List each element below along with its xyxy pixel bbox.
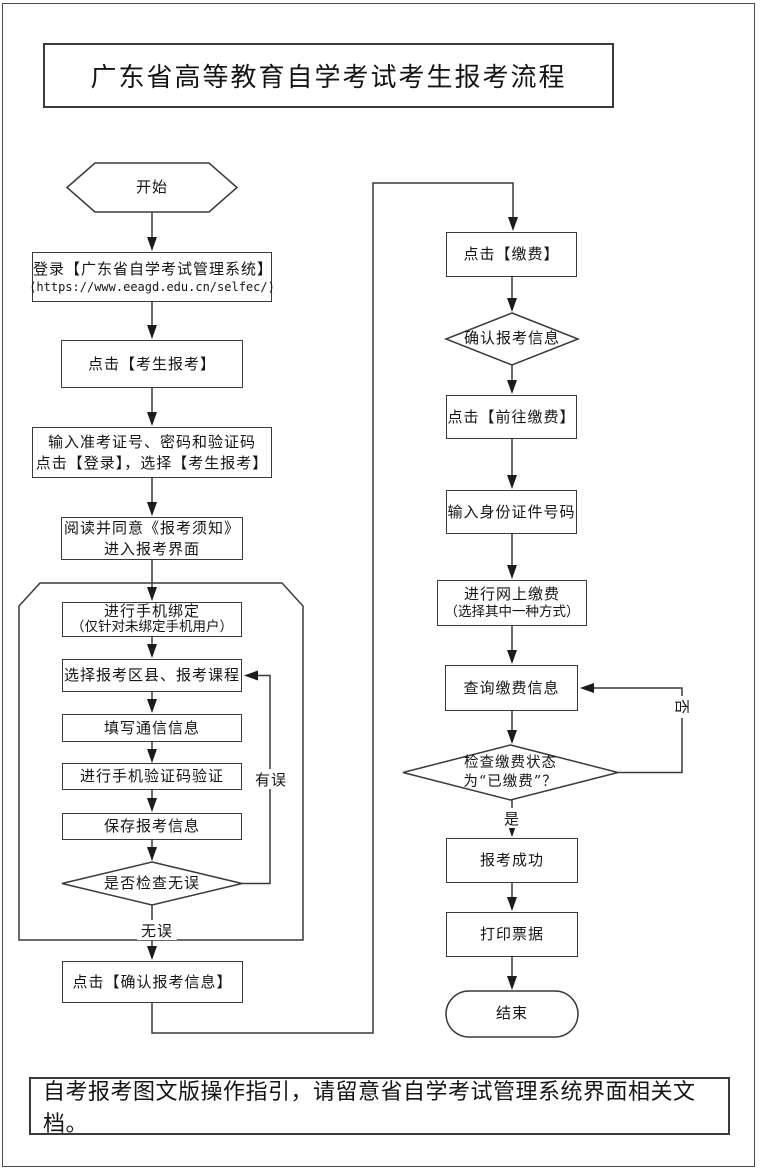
start-hexagon-shape xyxy=(65,162,239,213)
node-save-info-label: 保存报考信息 xyxy=(103,817,200,836)
edge-label-yes: 是 xyxy=(499,808,525,828)
node-fill-contact: 填写通信信息 xyxy=(62,714,242,742)
edge-label-no-error: 无误 xyxy=(137,920,177,940)
node-end-label: 结束 xyxy=(495,1004,528,1023)
node-agree-notice-line1: 阅读并同意《报考须知》 xyxy=(63,519,240,538)
footer-note: 自考报考图文版操作指引，请留意省自学考试管理系统界面相关文档。 xyxy=(43,1080,696,1137)
node-query-pay: 查询缴费信息 xyxy=(445,665,578,711)
node-print-receipt: 打印票据 xyxy=(446,912,578,957)
node-sms-verify: 进行手机验证码验证 xyxy=(62,763,242,790)
node-online-pay: 进行网上缴费 （选择其中一种方式） xyxy=(437,580,587,626)
node-login: 登录【广东省自学考试管理系统】 (https://www.eeagd.edu.c… xyxy=(29,252,275,302)
page-title: 广东省高等教育自学考试考生报考流程 xyxy=(90,63,567,93)
decision-check-paid-shape xyxy=(402,744,619,801)
node-select-district-course-label: 选择报考区县、报考课程 xyxy=(63,666,240,685)
node-confirm-info: 点击【确认报考信息】 xyxy=(62,961,243,1003)
edge-label-error: 有误 xyxy=(251,769,291,789)
node-input-id: 输入身份证件号码 xyxy=(446,490,577,534)
node-start: 开始 xyxy=(67,163,237,212)
node-go-pay: 点击【前往缴费】 xyxy=(446,395,577,439)
node-click-pay-label: 点击【缴费】 xyxy=(463,245,560,264)
node-online-pay-line1: 进行网上缴费 xyxy=(463,585,560,604)
node-agree-notice-line2: 进入报考界面 xyxy=(103,539,200,558)
node-select-district-course: 选择报考区县、报考课程 xyxy=(62,659,242,692)
node-agree-notice: 阅读并同意《报考须知》 进入报考界面 xyxy=(61,517,243,560)
node-print-receipt-label: 打印票据 xyxy=(479,925,544,944)
node-candidate-register: 点击【考生报考】 xyxy=(61,340,243,388)
node-check-correct: 是否检查无误 xyxy=(62,862,242,905)
node-input-credentials-line2: 点击【登录】，选择【考生报考】 xyxy=(35,453,269,472)
node-confirm-reg-label: 确认报考信息 xyxy=(463,329,560,348)
node-confirm-info-label: 点击【确认报考信息】 xyxy=(72,972,233,991)
node-reg-success: 报考成功 xyxy=(446,838,578,883)
end-stadium-shape xyxy=(445,990,579,1038)
node-save-info: 保存报考信息 xyxy=(62,813,242,840)
node-input-credentials: 输入准考证号、密码和验证码 点击【登录】，选择【考生报考】 xyxy=(32,427,272,478)
footer-note-box: 自考报考图文版操作指引，请留意省自学考试管理系统界面相关文档。 xyxy=(29,1077,730,1137)
node-start-label: 开始 xyxy=(135,177,168,196)
node-confirm-reg: 确认报考信息 xyxy=(446,313,578,365)
node-sms-verify-label: 进行手机验证码验证 xyxy=(79,767,224,786)
node-check-paid-line2: 为“已缴费”？ xyxy=(463,773,558,790)
node-check-paid: 检查缴费状态 为“已缴费”？ xyxy=(403,745,618,800)
node-bind-phone: 进行手机绑定 （仅针对未绑定手机用户） xyxy=(62,602,242,637)
node-check-paid-line1: 检查缴费状态 xyxy=(464,754,557,771)
node-input-credentials-line1: 输入准考证号、密码和验证码 xyxy=(47,433,256,452)
node-input-id-label: 输入身份证件号码 xyxy=(447,502,576,521)
node-login-url: (https://www.eeagd.edu.cn/selfec/) xyxy=(29,280,275,295)
node-online-pay-line2: （选择其中一种方式） xyxy=(444,603,580,620)
node-fill-contact-label: 填写通信信息 xyxy=(103,718,200,737)
node-bind-phone-line1: 进行手机绑定 xyxy=(103,602,200,621)
node-query-pay-label: 查询缴费信息 xyxy=(463,678,560,697)
outer-border xyxy=(2,3,755,1167)
node-click-pay: 点击【缴费】 xyxy=(446,232,577,277)
node-login-line1: 登录【广东省自学考试管理系统】 xyxy=(33,259,274,278)
node-reg-success-label: 报考成功 xyxy=(479,851,544,870)
node-bind-phone-line2: （仅针对未绑定手机用户） xyxy=(71,619,233,636)
node-candidate-register-label: 点击【考生报考】 xyxy=(87,354,216,373)
page-title-box: 广东省高等教育自学考试考生报考流程 xyxy=(43,43,614,108)
node-go-pay-label: 点击【前往缴费】 xyxy=(447,407,576,426)
node-end: 结束 xyxy=(446,991,578,1037)
node-check-correct-label: 是否检查无误 xyxy=(103,873,200,892)
edge-label-no: 否 xyxy=(672,696,694,718)
